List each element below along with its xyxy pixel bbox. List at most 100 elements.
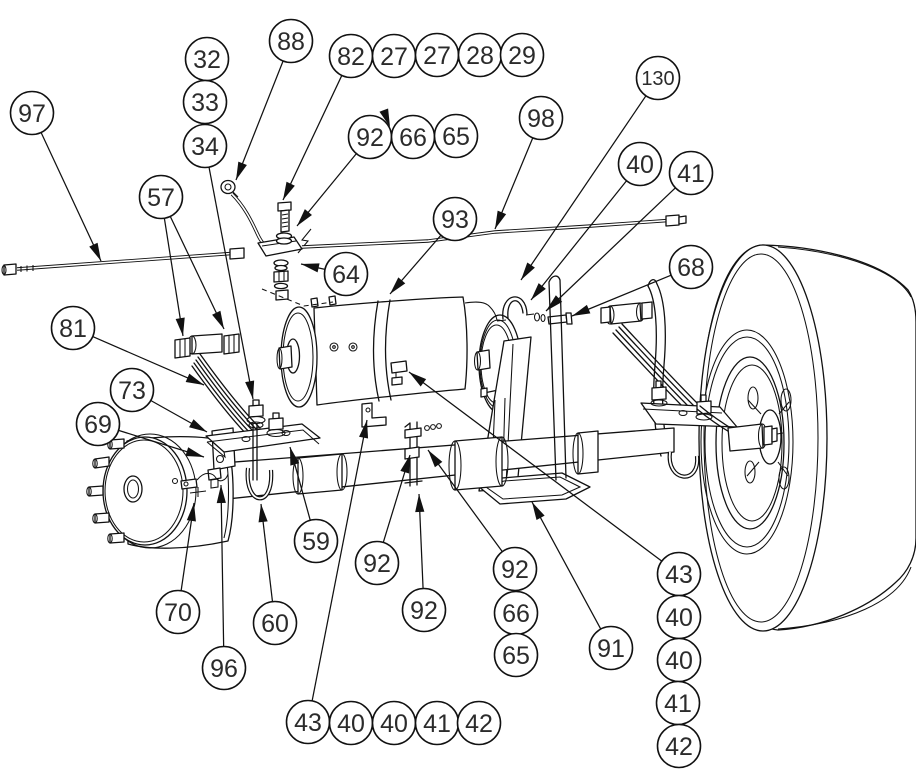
leader-arrowhead-91	[532, 502, 545, 521]
balloon-label-43a: 43	[294, 709, 322, 737]
balloon-label-64: 64	[332, 261, 360, 289]
collar-cap	[572, 432, 584, 475]
cylinder-hose	[464, 301, 498, 321]
leader-arrowhead-59	[290, 447, 300, 466]
eye-nut-left	[174, 337, 191, 359]
balloon-circle-73	[109, 367, 155, 413]
balloon-66a: 66	[390, 114, 436, 160]
rim-inner-ring	[721, 364, 783, 522]
eye-nut-facets	[228, 334, 235, 353]
balloon-label-88: 88	[277, 28, 305, 56]
line-end-tip	[678, 215, 687, 225]
axle-collar-left	[297, 453, 343, 495]
leaf-spring-right	[600, 301, 784, 479]
bracket-hole	[365, 407, 371, 413]
clamp-bolt-head	[215, 454, 225, 464]
balloon-label-92c: 92	[410, 597, 438, 625]
fitting-dot	[171, 477, 179, 485]
hand-hole	[747, 386, 759, 410]
line-threads	[20, 265, 34, 272]
drum-face	[102, 436, 188, 546]
disc-stub-cap	[473, 351, 482, 371]
hand-hole	[778, 466, 790, 490]
washer	[273, 282, 289, 290]
eye-nut-right	[223, 333, 240, 355]
balloon-circle-29	[499, 32, 545, 78]
shackle-loop-core	[668, 451, 698, 478]
leader-arrowhead-43b	[409, 372, 427, 387]
balloon-label-27a: 27	[380, 43, 408, 71]
balloon-circle-130	[635, 55, 681, 101]
balloon-circle-81	[50, 305, 96, 351]
balloon-98: 98	[518, 95, 564, 141]
leader-arrowhead-64	[301, 263, 320, 273]
body-bolt-dot	[332, 345, 336, 349]
collar-cap	[448, 440, 462, 491]
hand-hole	[780, 388, 792, 412]
balloon-34: 34	[182, 123, 228, 169]
leader-arrowhead-43a	[359, 420, 369, 439]
balloon-label-97: 97	[18, 100, 46, 128]
tread-edge-top	[777, 246, 912, 298]
brake-line-left-core	[16, 252, 239, 270]
balloon-label-41b: 41	[423, 710, 451, 738]
balloon-label-34: 34	[191, 133, 219, 161]
spindle-nut	[763, 425, 773, 446]
shackle-washer	[246, 415, 266, 425]
balloon-29: 29	[499, 32, 545, 78]
wheel-stud	[109, 532, 125, 544]
balloon-circle-96	[201, 645, 247, 691]
leader-line-40a	[530, 180, 628, 301]
sidewall-ring-outer	[700, 329, 794, 555]
balloon-label-41a: 41	[677, 160, 705, 188]
hose-eye-bore	[224, 183, 232, 191]
hanger-link	[548, 275, 567, 481]
leader-arrowhead-34	[245, 380, 255, 399]
spring-leaf	[193, 362, 255, 438]
leader-arrowhead-92b	[400, 455, 410, 474]
collar-cap	[292, 457, 304, 495]
balloon-circle-69	[75, 401, 121, 447]
balloon-label-41c: 41	[664, 690, 692, 718]
balloon-40b: 40	[328, 700, 374, 746]
balloon-label-59: 59	[302, 528, 330, 556]
shackle-nut	[248, 404, 264, 418]
balloon-93: 93	[432, 196, 478, 242]
balloon-circle-92b	[354, 540, 400, 586]
balloon-label-66b: 66	[502, 600, 530, 628]
arrow-marks	[379, 108, 390, 127]
sidewall-ring-inner	[704, 336, 790, 548]
hose-eye-fitting	[220, 179, 236, 195]
balloon-label-130: 130	[641, 68, 674, 90]
plate-hole	[281, 429, 291, 437]
balloon-label-42a: 42	[465, 710, 493, 738]
drum-center-bore	[126, 479, 140, 499]
spring-plate	[205, 423, 321, 453]
tee-fitting	[180, 478, 198, 490]
balloon-43a: 43	[285, 699, 331, 745]
balloon-43b: 43	[656, 551, 702, 597]
balloon-label-69: 69	[84, 411, 112, 439]
balloon-57: 57	[138, 174, 184, 220]
leader-arrowhead-96	[216, 485, 226, 504]
leader-line-130	[520, 95, 647, 281]
balloon-label-42b: 42	[665, 733, 693, 761]
balloon-label-93: 93	[441, 206, 469, 234]
balloon-92c: 92	[401, 587, 447, 633]
balloon-label-92d: 92	[501, 556, 529, 584]
body-bolt	[348, 342, 358, 352]
leaf-spring-left	[171, 333, 321, 501]
hand-hole	[744, 460, 756, 484]
balloon-label-73: 73	[118, 377, 146, 405]
plate-hole	[678, 409, 688, 417]
balloon-label-96: 96	[210, 655, 238, 683]
balloon-circle-42a	[456, 700, 502, 746]
balloon-circle-59	[293, 518, 339, 564]
balloon-33: 33	[182, 79, 228, 125]
leader-line-88	[235, 60, 284, 181]
banjo-bolt-head	[277, 201, 292, 212]
hex-nut	[273, 270, 289, 283]
leader-arrowhead-92d	[428, 450, 443, 468]
leader-arrowhead-69	[185, 447, 204, 457]
axle-collar-center	[454, 436, 503, 491]
